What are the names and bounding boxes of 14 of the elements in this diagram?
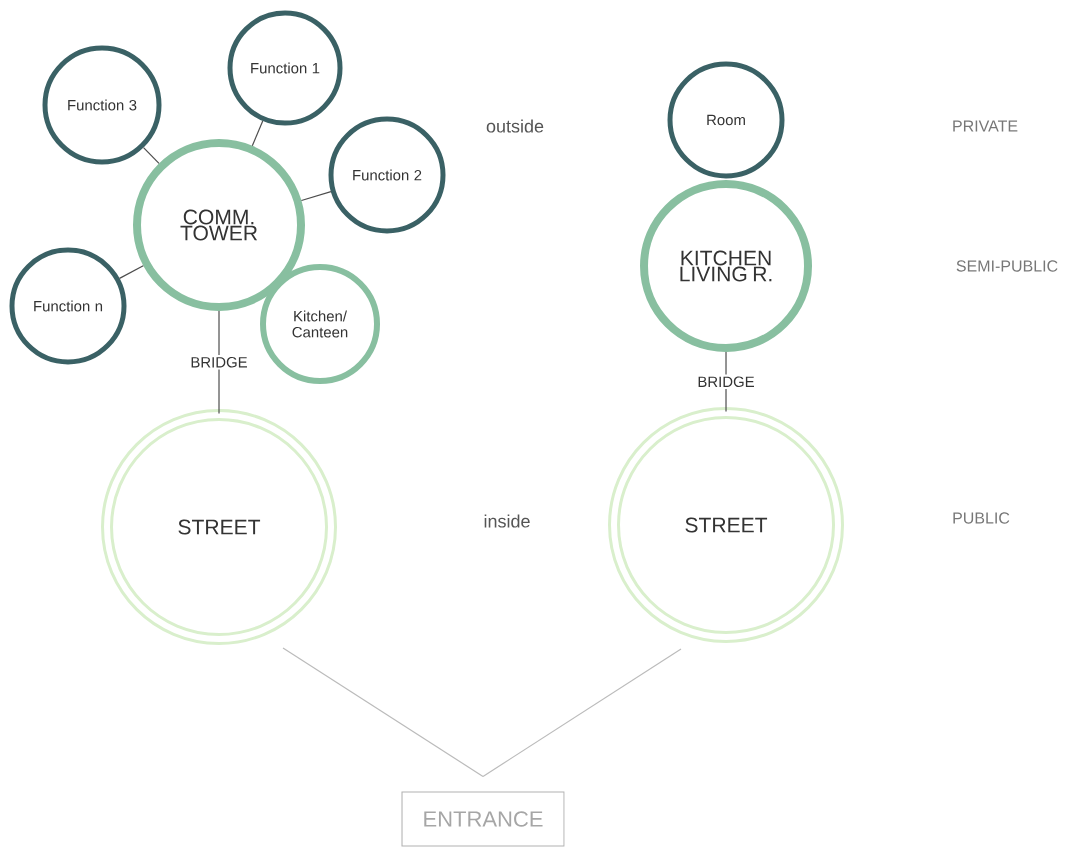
zone-label: PRIVATE [953, 120, 1018, 132]
edge-label: BRIDGE [695, 374, 757, 390]
connector-line [251, 120, 264, 147]
zone-label: SEMI-PUBLIC [956, 260, 1058, 272]
connector-line [300, 191, 332, 202]
connector-line [118, 265, 144, 279]
zone-label: outside [486, 119, 544, 133]
connector-line [282, 647, 484, 778]
connector-line [482, 648, 682, 778]
entrance-box: ENTRANCE [401, 791, 565, 847]
zone-label: inside [484, 514, 530, 528]
edge-label: BRIDGE [188, 354, 250, 370]
zone-label: PUBLIC [953, 512, 1010, 524]
connector-line [142, 147, 160, 165]
